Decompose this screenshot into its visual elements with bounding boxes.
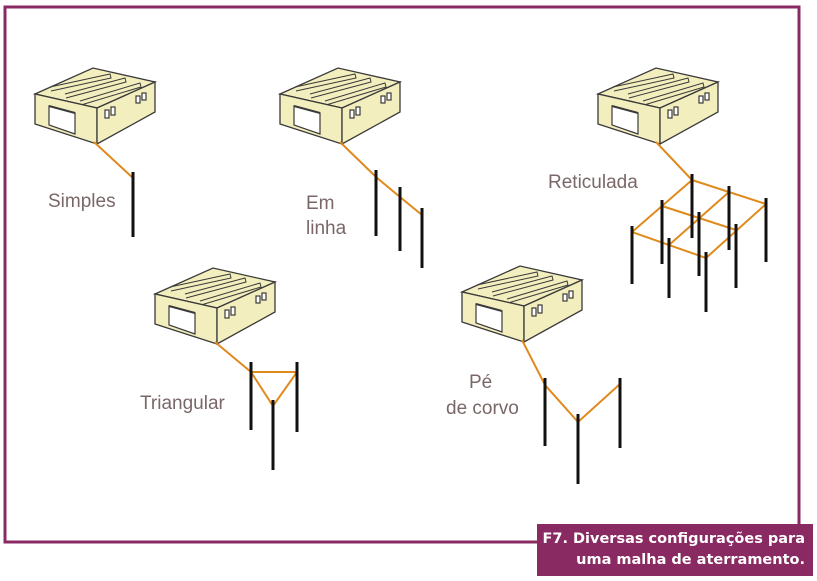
label-simples: Simples — [48, 191, 116, 212]
caption-line-1: F7. Diversas configurações para — [542, 531, 805, 547]
building-icon — [597, 67, 719, 145]
ground-wire-icon — [93, 141, 134, 179]
config-pe-de-corvo — [461, 265, 622, 484]
config-em-linha — [279, 67, 424, 268]
config-simples — [34, 67, 156, 237]
building-icon — [34, 67, 156, 145]
caption-line-2: uma malha de aterramento. — [576, 552, 805, 568]
ground-wire-icon — [521, 339, 579, 423]
config-triangular — [154, 267, 299, 470]
label-em-linha-line1: Em — [306, 193, 335, 214]
ground-wire-icon — [339, 141, 423, 216]
label-em-linha-line2: linha — [306, 218, 347, 239]
label-reticulada: Reticulada — [548, 172, 638, 193]
ground-wire-icon — [214, 341, 252, 373]
label-triangular: Triangular — [140, 393, 225, 414]
config-reticulada — [597, 67, 768, 312]
figure-caption: F7. Diversas configurações para uma malh… — [537, 524, 813, 576]
ground-wire-icon — [655, 141, 693, 181]
label-pe-de-corvo-line1: Pé — [469, 372, 493, 393]
building-icon — [279, 67, 401, 145]
building-icon — [154, 267, 276, 345]
ground-wire-icon — [577, 383, 621, 423]
building-icon — [461, 265, 583, 343]
frame-border — [3, 5, 801, 544]
label-pe-de-corvo-line2: de corvo — [446, 398, 519, 419]
ground-wire-icon — [250, 371, 299, 408]
